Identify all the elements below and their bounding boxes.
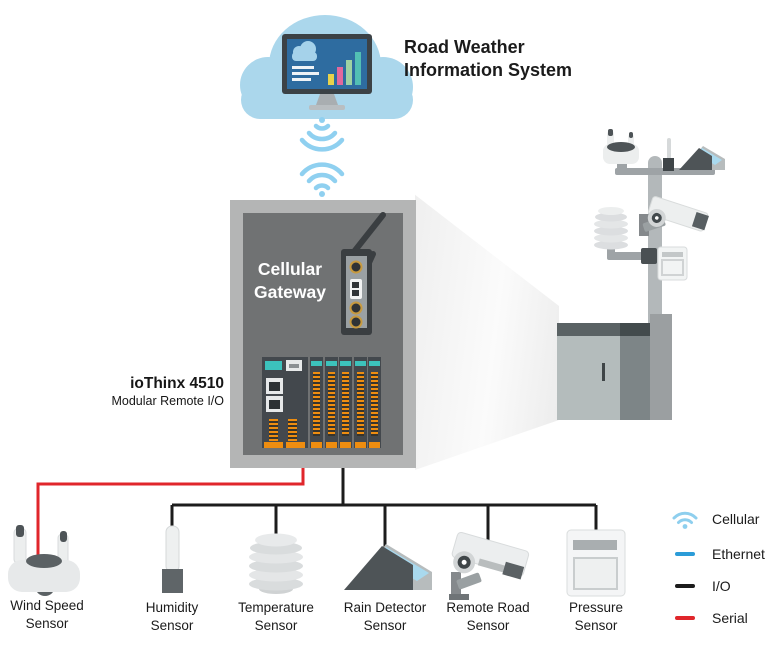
ethernet-line-swatch	[675, 552, 695, 556]
legend: Cellular Ethernet I/O Serial	[670, 506, 768, 636]
station-temperature-sensor-icon	[594, 207, 657, 264]
station-rain-detector-icon	[679, 146, 725, 170]
legend-item-serial: Serial	[670, 605, 748, 631]
legend-item-cellular: Cellular	[670, 506, 759, 532]
station-wind-sensor-icon	[603, 129, 639, 170]
sensor-label-remote-road: Remote Road Sensor	[446, 600, 530, 633]
wind-speed-sensor-icon	[8, 525, 80, 596]
sensor-label-wind-speed: Wind Speed Sensor	[10, 598, 84, 631]
temperature-sensor-icon	[249, 533, 303, 594]
station-post	[650, 314, 672, 420]
legend-item-io: I/O	[670, 573, 731, 599]
title-line-1: Road Weather	[404, 37, 525, 57]
humidity-sensor-icon	[162, 525, 183, 593]
iothinx-subtitle: Modular Remote I/O	[111, 394, 224, 408]
title-line-2: Information System	[404, 60, 573, 80]
serial-line-swatch	[675, 616, 695, 620]
sensor-label-rain-detector: Rain Detector Sensor	[343, 600, 427, 633]
gateway-label-line-1: Cellular	[257, 259, 323, 279]
sensor-label-temperature: Temperature Sensor	[238, 600, 314, 633]
iothinx-title: ioThinx 4510	[130, 375, 224, 392]
legend-item-ethernet: Ethernet	[670, 541, 765, 567]
screen-text-lines	[292, 66, 319, 81]
io-line-swatch	[675, 584, 695, 588]
gateway-label: Cellular Gateway	[239, 258, 341, 304]
screen-bar-chart-icon	[328, 52, 361, 85]
station-camera-icon	[639, 196, 709, 236]
roadside-weather-station-icon	[557, 129, 725, 420]
wifi-icon	[672, 511, 698, 529]
remote-road-sensor-icon	[449, 531, 530, 600]
page-title: Road Weather Information System	[404, 36, 572, 82]
station-pressure-sensor-icon	[657, 246, 688, 281]
rain-detector-sensor-icon	[344, 544, 432, 590]
gateway-label-line-2: Gateway	[254, 282, 326, 302]
sensor-label-humidity: Humidity Sensor	[145, 600, 199, 633]
station-cabinet-icon	[557, 323, 650, 420]
iothinx-4510-device-icon	[262, 357, 382, 452]
cellular-signal-icon	[299, 117, 345, 197]
iothinx-label: ioThinx 4510 Modular Remote I/O	[82, 374, 224, 409]
cabinet-door-handle	[602, 363, 605, 381]
cellular-gateway-device-icon	[341, 212, 386, 335]
station-antenna-icon	[663, 138, 674, 171]
screen-cloud-icon	[292, 41, 317, 61]
io-line	[170, 443, 598, 552]
pressure-sensor-icon	[566, 529, 626, 597]
sensor-label-pressure: Pressure Sensor	[568, 600, 624, 633]
monitor-dashboard-icon	[282, 34, 372, 110]
